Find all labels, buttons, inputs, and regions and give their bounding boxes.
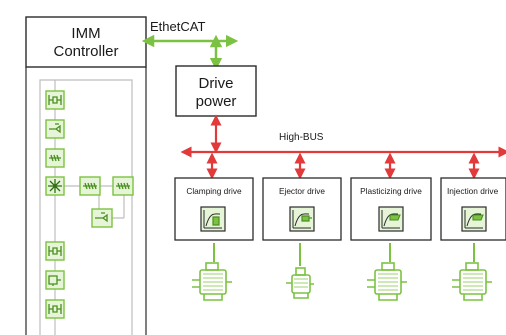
nozzle-icon: [91, 208, 113, 228]
curve-injection-icon: [461, 206, 487, 232]
drive-power-line2: power: [196, 93, 237, 110]
servo-motor-icon: [192, 262, 232, 301]
controller-title-line2: Controller: [53, 43, 118, 60]
ejector-icon: [45, 270, 65, 290]
sequence-return-line: [55, 79, 133, 335]
ejector-drive-box: Ejector drive: [262, 177, 342, 241]
high-bus-label: High-BUS: [279, 132, 324, 143]
clamp-icon: [45, 241, 65, 261]
servo-motor-icon: [452, 262, 492, 301]
injection-drive-label: Injection drive: [447, 186, 499, 196]
sequence-loop-line: [39, 79, 55, 335]
clamping-drive-label: Clamping drive: [186, 186, 242, 196]
screw-icon: [112, 176, 134, 196]
plasticizing-drive-box: Plasticizing drive: [350, 177, 432, 241]
injection-drive-box: Injection drive: [440, 177, 506, 241]
screw-icon: [79, 176, 101, 196]
drive-power-line1: Drive: [198, 75, 233, 92]
nozzle-icon: [45, 119, 65, 139]
servo-motor-icon: [367, 262, 407, 301]
snowflake-icon: [45, 176, 65, 196]
curve-clamp-icon: [200, 206, 226, 232]
ethercat-label: EthetCAT: [150, 19, 205, 34]
controller-title-line1: IMM: [71, 25, 100, 42]
curve-ejector-icon: [289, 206, 315, 232]
servo-motor-icon: [286, 267, 314, 299]
curve-plasticizing-icon: [378, 206, 404, 232]
clamping-drive-box: Clamping drive: [174, 177, 254, 241]
ejector-drive-label: Ejector drive: [279, 186, 325, 196]
plasticizing-drive-label: Plasticizing drive: [360, 186, 422, 196]
clamp-icon: [45, 299, 65, 319]
drive-power-box: [175, 65, 257, 117]
clamp-icon: [45, 90, 65, 110]
screw-icon: [45, 148, 65, 168]
imm-controller-box: [25, 16, 147, 68]
